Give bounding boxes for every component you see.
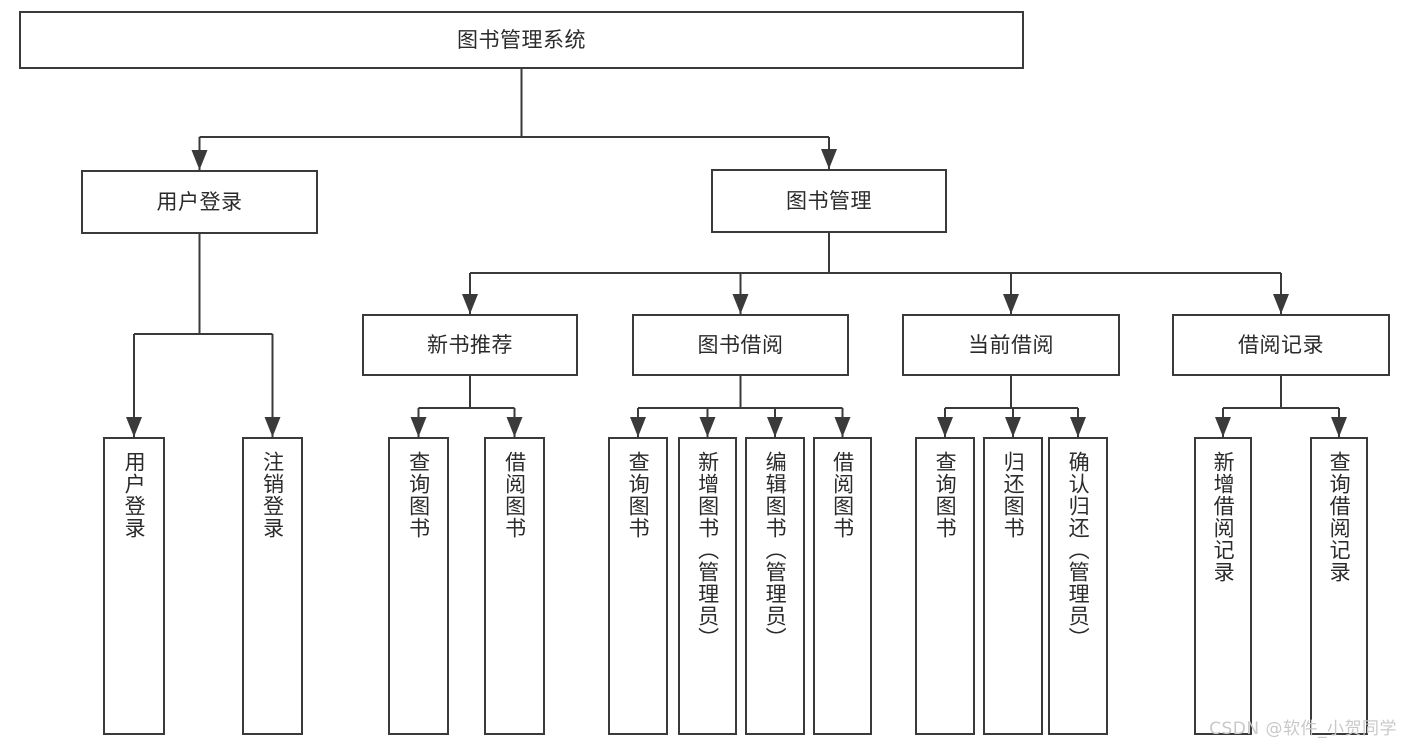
node-new-book-rec[interactable]: 新书推荐 <box>362 314 578 376</box>
node-leaf-query-book-a[interactable]: 查询图书 <box>388 437 449 735</box>
node-book-manage[interactable]: 图书管理 <box>711 169 947 233</box>
node-label: 新书推荐 <box>427 332 513 357</box>
arrow-head-leaf-query-book-c <box>937 417 953 437</box>
arrow-head-leaf-add-book <box>699 417 716 437</box>
node-book-borrow[interactable]: 图书借阅 <box>632 314 849 376</box>
node-label: 查询图书 <box>406 451 431 539</box>
node-label: 借阅图书 <box>502 451 527 539</box>
node-label: 图书管理系统 <box>457 27 586 52</box>
node-label: 查询图书 <box>626 451 651 539</box>
node-leaf-logout[interactable]: 注销登录 <box>242 437 303 735</box>
node-leaf-return-book[interactable]: 归还图书 <box>983 437 1043 735</box>
arrow-head-leaf-edit-book <box>767 417 783 437</box>
node-label: 借阅图书 <box>830 451 855 539</box>
node-leaf-user-login[interactable]: 用户登录 <box>103 437 165 735</box>
arrow-head-leaf-query-record <box>1331 417 1347 437</box>
arrow-head-leaf-user-login <box>126 417 142 437</box>
node-label: 编辑图书（管理员） <box>763 451 788 649</box>
node-leaf-query-book-b[interactable]: 查询图书 <box>608 437 668 735</box>
arrow-head-borrow-record <box>1273 294 1289 314</box>
node-leaf-edit-book[interactable]: 编辑图书（管理员） <box>745 437 805 735</box>
arrow-head-leaf-query-book-b <box>630 417 646 437</box>
node-user-login[interactable]: 用户登录 <box>81 170 318 234</box>
arrow-head-leaf-return-book <box>1005 417 1021 437</box>
node-leaf-add-book[interactable]: 新增图书（管理员） <box>678 437 737 735</box>
arrow-head-leaf-borrow-book-a <box>506 417 523 437</box>
node-label: 图书借阅 <box>697 332 784 357</box>
node-label: 查询借阅记录 <box>1327 451 1352 583</box>
node-current-borrow[interactable]: 当前借阅 <box>902 314 1120 376</box>
arrow-head-book-manage <box>821 149 837 169</box>
arrow-head-leaf-query-book-a <box>410 417 427 437</box>
arrow-head-leaf-logout <box>264 417 281 437</box>
node-leaf-query-record[interactable]: 查询借阅记录 <box>1310 437 1368 735</box>
node-label: 注销登录 <box>260 451 285 539</box>
node-root[interactable]: 图书管理系统 <box>19 11 1024 69</box>
node-leaf-confirm-return[interactable]: 确认归还（管理员） <box>1048 437 1108 735</box>
node-label: 用户登录 <box>156 189 243 214</box>
node-borrow-record[interactable]: 借阅记录 <box>1172 314 1390 376</box>
node-leaf-add-record[interactable]: 新增借阅记录 <box>1194 437 1252 735</box>
node-leaf-borrow-book-b[interactable]: 借阅图书 <box>813 437 872 735</box>
arrow-head-leaf-borrow-book-b <box>834 417 851 437</box>
node-label: 新增图书（管理员） <box>695 451 720 649</box>
node-leaf-query-book-c[interactable]: 查询图书 <box>915 437 975 735</box>
watermark: CSDN @软件_小贺同学 <box>1209 719 1397 739</box>
node-label: 用户登录 <box>122 451 147 539</box>
arrow-head-current-borrow <box>1003 294 1019 314</box>
node-leaf-borrow-book-a[interactable]: 借阅图书 <box>484 437 545 735</box>
node-label: 借阅记录 <box>1238 332 1324 357</box>
arrow-head-user-login <box>191 150 208 170</box>
arrow-head-leaf-add-record <box>1215 417 1231 437</box>
arrow-head-book-borrow <box>732 294 749 314</box>
arrow-head-leaf-confirm-return <box>1070 417 1086 437</box>
node-label: 确认归还（管理员） <box>1066 451 1091 649</box>
node-label: 当前借阅 <box>968 332 1054 357</box>
node-label: 新增借阅记录 <box>1211 451 1236 583</box>
node-label: 查询图书 <box>933 451 958 539</box>
node-label: 归还图书 <box>1001 451 1026 539</box>
arrow-head-new-book-rec <box>462 294 478 314</box>
node-label: 图书管理 <box>786 188 872 213</box>
